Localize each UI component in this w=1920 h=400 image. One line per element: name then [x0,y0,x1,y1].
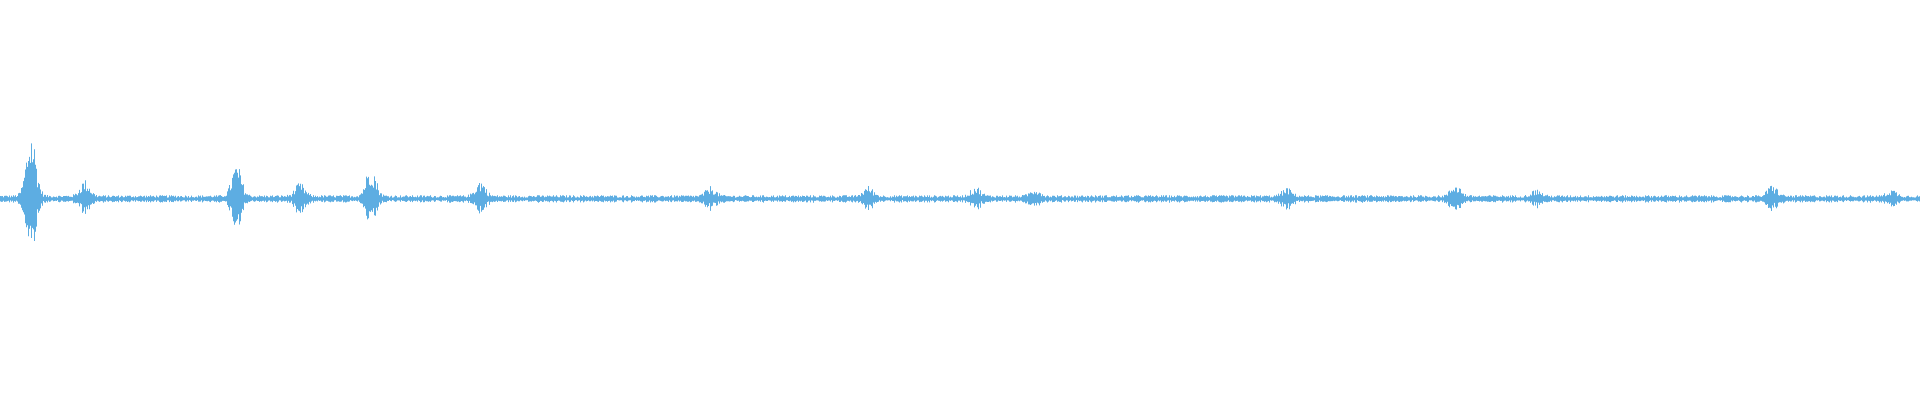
waveform-signal [0,143,1920,241]
